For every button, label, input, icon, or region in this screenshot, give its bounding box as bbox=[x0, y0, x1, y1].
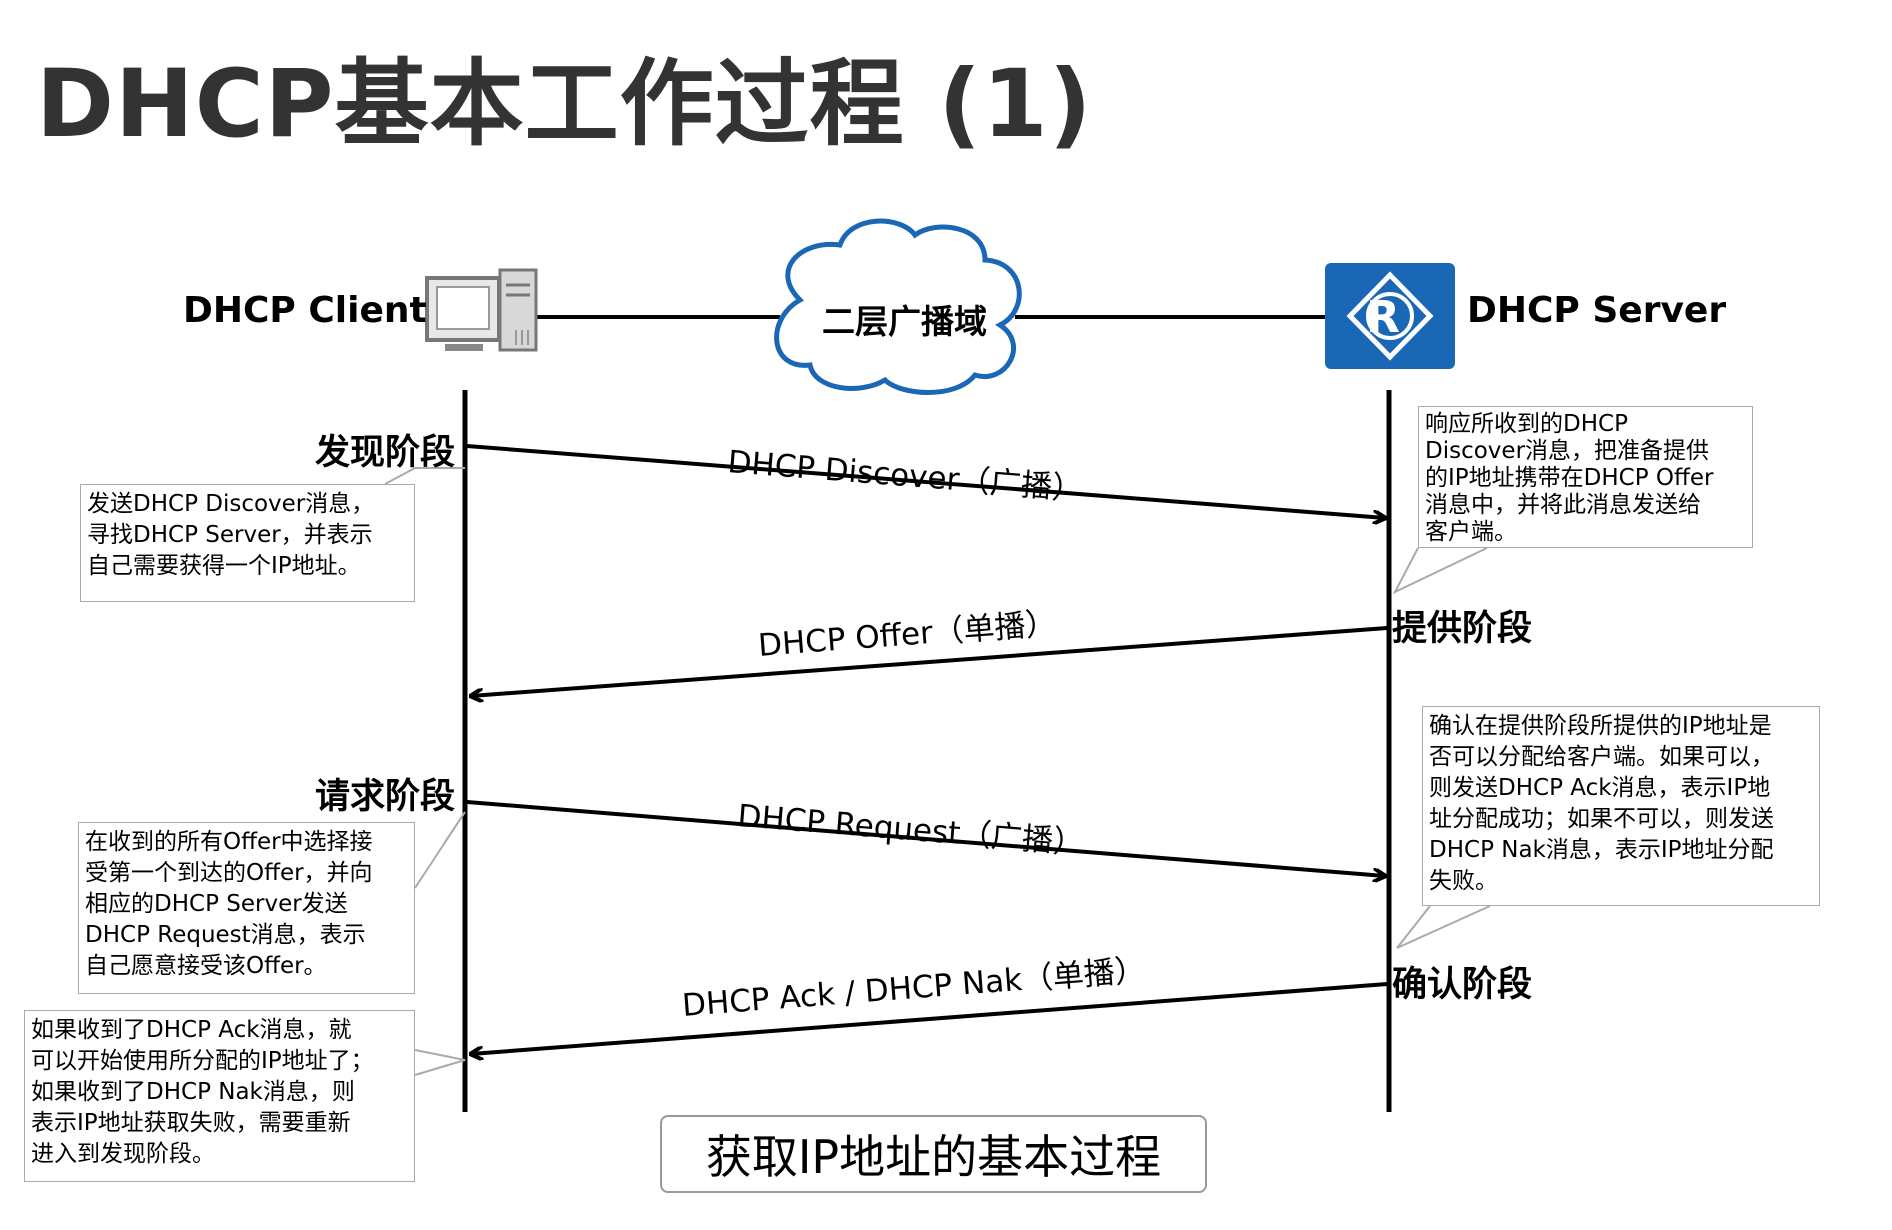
note-line: 如果收到了DHCP Nak消息，则 bbox=[31, 1079, 355, 1105]
note-line: 的IP地址携带在DHCP Offer bbox=[1425, 465, 1714, 491]
page-title: DHCP基本工作过程 (1) bbox=[36, 50, 1093, 159]
note-line: 客户端。 bbox=[1425, 519, 1517, 545]
note-request: 在收到的所有Offer中选择接 受第一个到达的Offer，并向 相应的DHCP … bbox=[78, 822, 415, 994]
callout-pointer-request bbox=[414, 811, 466, 889]
note-line: 否可以分配给客户端。如果可以， bbox=[1429, 744, 1774, 770]
note-result: 如果收到了DHCP Ack消息，就 可以开始使用所分配的IP地址了； 如果收到了… bbox=[24, 1010, 415, 1182]
note-line: 则发送DHCP Ack消息，表示IP地 bbox=[1429, 775, 1771, 801]
phase-discover: 发现阶段 bbox=[315, 433, 456, 473]
note-line: DHCP Nak消息，表示IP地址分配 bbox=[1429, 837, 1774, 863]
note-line: 可以开始使用所分配的IP地址了； bbox=[31, 1048, 374, 1074]
callout-pointer-discover bbox=[384, 467, 465, 485]
note-line: 寻找DHCP Server，并表示 bbox=[87, 522, 373, 548]
note-line: DHCP Request消息，表示 bbox=[85, 922, 366, 948]
note-line: 址分配成功；如果不可以，则发送 bbox=[1429, 806, 1774, 832]
note-ack: 确认在提供阶段所提供的IP地址是 否可以分配给客户端。如果可以， 则发送DHCP… bbox=[1422, 706, 1820, 906]
note-line: 受第一个到达的Offer，并向 bbox=[85, 860, 373, 886]
router-icon bbox=[1325, 263, 1455, 369]
note-offer: 响应所收到的DHCP Discover消息，把准备提供 的IP地址携带在DHCP… bbox=[1418, 406, 1753, 548]
phase-ack: 确认阶段 bbox=[1392, 965, 1533, 1005]
diagram-caption: 获取IP地址的基本过程 bbox=[660, 1115, 1207, 1193]
note-line: 自己需要获得一个IP地址。 bbox=[87, 553, 361, 579]
phase-request: 请求阶段 bbox=[315, 777, 456, 817]
note-line: 确认在提供阶段所提供的IP地址是 bbox=[1429, 713, 1772, 739]
note-line: 失败。 bbox=[1429, 868, 1498, 894]
note-line: 表示IP地址获取失败，需要重新 bbox=[31, 1110, 351, 1136]
callout-pointer-offer bbox=[1392, 547, 1488, 595]
cloud-icon bbox=[774, 218, 1022, 395]
router-icon-letter: R bbox=[1366, 292, 1400, 343]
note-line: 自己愿意接受该Offer。 bbox=[85, 953, 327, 979]
server-label: DHCP Server bbox=[1467, 290, 1727, 331]
arrow-ack bbox=[471, 982, 1388, 1054]
note-line: 消息中，并将此消息发送给 bbox=[1425, 492, 1701, 518]
computer-icon bbox=[425, 268, 538, 352]
client-label: DHCP Client bbox=[183, 290, 427, 331]
note-line: 如果收到了DHCP Ack消息，就 bbox=[31, 1017, 352, 1043]
arrow-request bbox=[466, 800, 1385, 876]
note-line: Discover消息，把准备提供 bbox=[1425, 438, 1710, 464]
phase-offer: 提供阶段 bbox=[1392, 609, 1533, 649]
callout-pointer-result bbox=[414, 1049, 466, 1076]
note-line: 发送DHCP Discover消息， bbox=[87, 491, 375, 517]
note-line: 相应的DHCP Server发送 bbox=[85, 891, 348, 917]
note-discover: 发送DHCP Discover消息， 寻找DHCP Server，并表示 自己需… bbox=[80, 484, 415, 602]
network-label: 二层广播域 bbox=[822, 302, 987, 341]
arrow-offer bbox=[471, 626, 1388, 696]
note-line: 进入到发现阶段。 bbox=[31, 1141, 215, 1167]
note-line: 在收到的所有Offer中选择接 bbox=[85, 829, 373, 855]
arrow-discover bbox=[466, 444, 1385, 518]
note-line: 响应所收到的DHCP bbox=[1425, 411, 1628, 437]
callout-pointer-ack bbox=[1396, 905, 1491, 949]
